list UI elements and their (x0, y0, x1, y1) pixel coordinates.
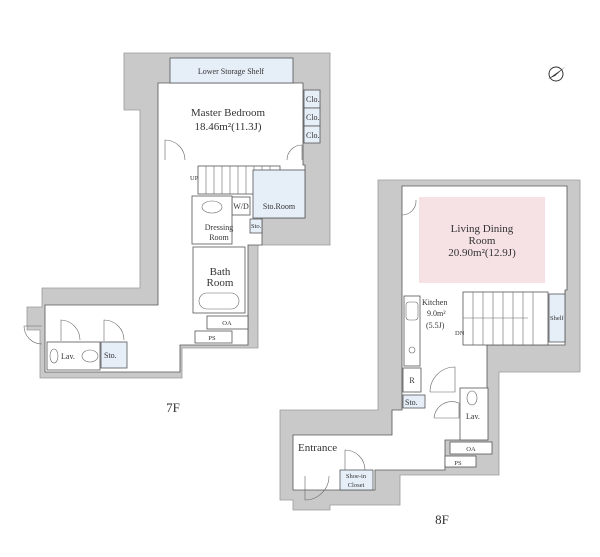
living-dining-area: 20.90m²(12.9J) (448, 247, 516, 259)
ps-box (194, 330, 233, 344)
living-dining-room (419, 197, 545, 283)
storage-label: Sto. (405, 398, 418, 407)
bedroom-door-icon (164, 139, 186, 161)
storage-room-label: Sto.Room (263, 202, 296, 211)
refrigerator (402, 367, 422, 393)
wd-label: W/D (233, 202, 249, 211)
bathtub-icon (198, 292, 240, 310)
storage (402, 394, 426, 409)
stair-down-label: DN (455, 330, 465, 337)
floor-8f-label: 8F (435, 512, 449, 527)
door-icon (103, 319, 125, 341)
storage-room (252, 169, 306, 219)
lavatory-label: Lav. (466, 412, 480, 421)
kitchen-tatami: (5.5J) (426, 321, 445, 330)
bath-room-label: Bath (210, 266, 231, 278)
shoe-closet-label: Closet (348, 482, 365, 489)
bedroom-door-icon (286, 144, 303, 161)
door-icon (344, 449, 366, 471)
sink-icon (49, 348, 59, 364)
living-dining-label: Living Dining (451, 223, 514, 235)
entrance-door-icon (304, 475, 330, 501)
door-icon (433, 401, 460, 419)
master-bedroom-label: Master Bedroom (191, 107, 266, 119)
floor-8f: Living Dining Room 20.90m²(12.9J) Kitche… (279, 179, 581, 527)
door-icon (429, 366, 456, 393)
kitchen-label: Kitchen (422, 298, 447, 307)
stair-up-label: UP (190, 175, 199, 182)
oa-box (206, 315, 249, 330)
sink-icon (201, 200, 223, 214)
floor-7f-label: 7F (166, 400, 180, 415)
door-icon (23, 325, 43, 345)
lavatory (46, 341, 101, 371)
closet-label: Clo. (306, 131, 320, 140)
door-icon (401, 199, 417, 216)
toilet-icon (466, 390, 478, 406)
kitchen-area: 9.0m² (427, 309, 446, 318)
kitchen-counter (403, 295, 421, 367)
small-storage-label: Sto. (251, 223, 262, 230)
dressing-room (191, 195, 233, 245)
ps-box (444, 455, 477, 468)
master-bedroom-area: 18.46m²(11.3J) (194, 121, 261, 133)
door-icon (60, 319, 81, 341)
floor-7f: Lower Storage Shelf Master Bedroom 18.46… (23, 52, 331, 415)
sink-icon (405, 301, 419, 321)
lower-storage-shelf-label: Lower Storage Shelf (198, 67, 265, 76)
dressing-room-label: Room (209, 233, 229, 242)
closet-label: Clo. (306, 95, 320, 104)
oa-box (449, 441, 493, 455)
storage-label: Sto. (104, 351, 117, 360)
storage (100, 341, 128, 369)
bath-room (192, 246, 246, 314)
small-storage (249, 218, 263, 234)
ps-label: PS (208, 335, 216, 342)
entrance-label: Entrance (298, 442, 337, 454)
lavatory (459, 387, 489, 441)
shoe-closet-label: Shoe-in (346, 473, 367, 480)
stairs-8f (462, 291, 549, 346)
shoe-in-closet (339, 469, 374, 491)
oa-label: OA (466, 446, 476, 453)
stove-icon (408, 346, 416, 354)
lower-storage-shelf (169, 57, 294, 84)
living-dining-label: Room (469, 235, 496, 247)
closet-label: Clo. (306, 113, 320, 122)
shelf-label: Shelf (550, 315, 565, 322)
lavatory-label: Lav. (61, 352, 75, 361)
oa-label: OA (222, 320, 232, 327)
toilet-icon (81, 349, 99, 363)
ps-label: PS (454, 460, 462, 467)
dressing-room-label: Dressing (205, 223, 233, 232)
refrigerator-label: R (409, 376, 415, 385)
bath-room-label: Room (207, 277, 234, 289)
shelf (548, 293, 566, 343)
north-arrow-icon (548, 66, 565, 82)
closets: Clo. Clo. Clo. (303, 89, 321, 144)
